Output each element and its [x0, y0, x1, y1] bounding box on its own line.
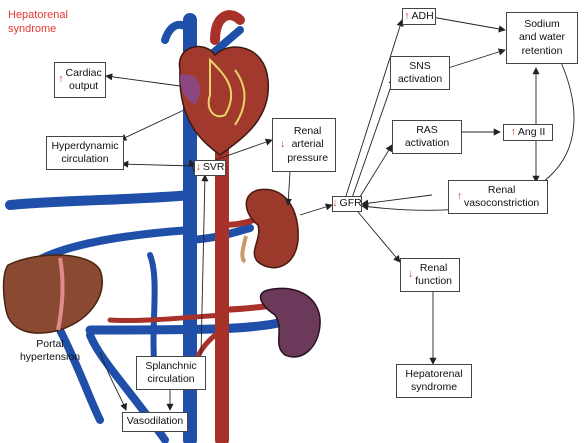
hyperdynamic-line-2: circulation: [61, 153, 109, 165]
renal-vaso-line-1: Renal: [487, 183, 516, 196]
adh-label: ADH: [411, 9, 434, 22]
ang-ii-label: Ang II: [517, 125, 546, 138]
hepatorenal-syndrome-box: Hepatorenal syndrome: [396, 364, 472, 398]
sns-activation-box: SNS activation: [390, 56, 450, 90]
renal-pressure-line-1: Renal: [293, 125, 322, 138]
up-arrow-icon: ↑: [404, 9, 410, 22]
renal-function-box: ↓ Renal function: [400, 258, 460, 292]
sns-line-1: SNS: [409, 59, 431, 72]
down-arrow-icon: ↓: [195, 161, 201, 174]
svr-label: SVR: [202, 161, 225, 174]
sodium-line-3: retention: [521, 44, 563, 57]
up-arrow-icon: ↑: [510, 125, 516, 138]
renal-vaso-line-2: vasoconstriction: [463, 197, 540, 209]
hyperdynamic-line-1: Hyperdynamic: [51, 139, 119, 152]
ras-line-1: RAS: [416, 123, 438, 136]
cardiac-output-line-1: Cardiac: [65, 66, 102, 79]
heart: [178, 45, 269, 156]
cardiac-output-box: ↑ Cardiac output: [54, 62, 106, 98]
hrs-line-1: Hepatorenal: [405, 367, 463, 380]
hyperdynamic-circulation-box: Hyperdynamic circulation: [46, 136, 124, 170]
splanchnic-circulation-box: Splanchnic circulation: [136, 356, 206, 390]
title-line-1: Hepatorenal: [8, 9, 68, 21]
down-arrow-icon: ↓: [332, 197, 338, 210]
down-arrow-icon: ↓: [279, 138, 286, 151]
renal-vasoconstriction-box: ↑ Renal vasoconstriction: [448, 180, 548, 214]
renal-arterial-pressure-box: ↓ Renal arterial pressure: [272, 118, 336, 172]
sodium-line-1: Sodium: [524, 18, 560, 31]
title-line-2: syndrome: [8, 23, 57, 36]
ras-activation-box: RAS activation: [392, 120, 462, 154]
up-arrow-icon: ↑: [456, 190, 462, 203]
adh-box: ↑ ADH: [402, 8, 436, 25]
down-arrow-icon: ↓: [407, 268, 414, 281]
renal-pressure-line-3: pressure: [287, 151, 329, 164]
portal-line-1: Portal: [36, 337, 64, 350]
hrs-line-2: syndrome: [410, 381, 458, 393]
renal-pressure-line-2: arterial: [291, 138, 324, 151]
ang-ii-box: ↑ Ang II: [503, 124, 553, 141]
renal-function-line-2: function: [415, 275, 453, 287]
diagram-title: Hepatorenal syndrome: [8, 8, 98, 37]
splanchnic-line-2: circulation: [147, 373, 195, 385]
cardiac-output-line-2: output: [69, 80, 99, 92]
portal-line-2: hypertension: [19, 351, 81, 363]
renal-function-line-1: Renal: [419, 261, 448, 274]
gfr-label: GFR: [339, 197, 362, 210]
portal-hypertension-label: Portal hypertension: [12, 334, 88, 368]
sodium-line-2: and water: [518, 31, 566, 44]
splanchnic-line-1: Splanchnic: [145, 359, 197, 372]
vasodilation-box: Vasodilation: [122, 412, 188, 432]
ras-line-2: activation: [404, 137, 450, 149]
vasodilation-label: Vasodilation: [126, 415, 184, 428]
kidneys: [240, 188, 321, 358]
flow-arrows: [99, 15, 575, 411]
up-arrow-icon: ↑: [58, 73, 64, 86]
gfr-box: ↓ GFR: [332, 196, 362, 212]
sodium-water-retention-box: Sodium and water retention: [506, 12, 578, 64]
sns-line-2: activation: [397, 73, 443, 85]
liver: [2, 254, 104, 334]
svr-box: ↓ SVR: [194, 160, 226, 176]
